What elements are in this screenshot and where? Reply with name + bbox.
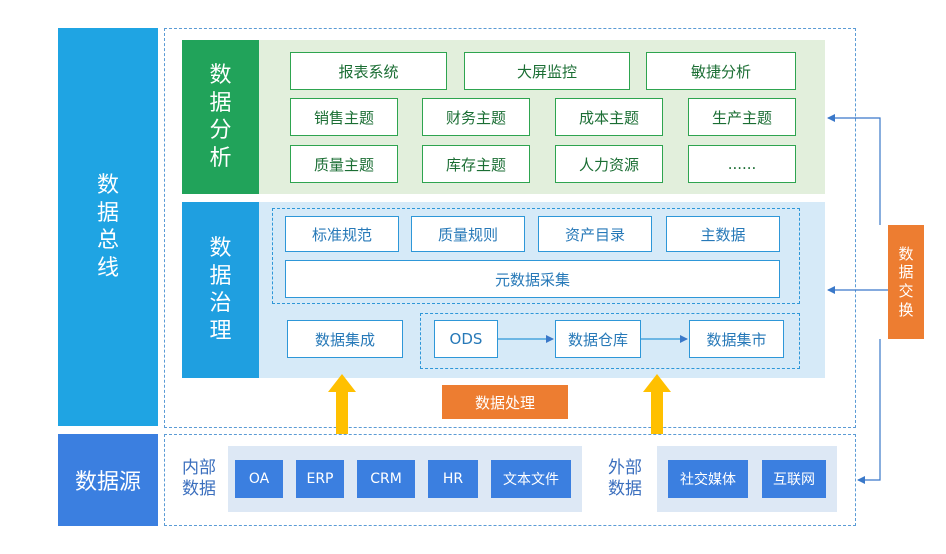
analysis-char: 析 (209, 145, 232, 171)
exchange-connector-bottom (857, 339, 881, 484)
governance-char: 治 (209, 291, 232, 316)
analysis-finance-topic[interactable]: 财务主题 (422, 98, 530, 136)
analysis-cost-topic[interactable]: 成本主题 (555, 98, 663, 136)
data-bus-char: 总 (96, 228, 119, 253)
analysis-inventory-topic[interactable]: 库存主题 (422, 145, 530, 183)
external-label-line: 外部 (608, 457, 642, 478)
exchange-connector-top (827, 114, 881, 225)
analysis-hr-topic[interactable]: 人力资源 (555, 145, 663, 183)
source-erp[interactable]: ERP (296, 460, 344, 498)
gov-asset-catalog[interactable]: 资产目录 (538, 216, 652, 252)
data-processing-label: 数据处理 (442, 385, 568, 419)
source-oa[interactable]: OA (235, 460, 283, 498)
data-bus-char: 据 (96, 200, 119, 226)
pipeline-ods[interactable]: ODS (434, 320, 498, 358)
lower-dashed-frame (164, 434, 856, 526)
internal-label-line: 内部 (182, 457, 216, 478)
internal-data-label: 内部 数据 (172, 448, 226, 510)
gov-metadata-collection[interactable]: 元数据采集 (285, 260, 780, 298)
pipeline-data-mart[interactable]: 数据集市 (689, 320, 784, 358)
analysis-report-system[interactable]: 报表系统 (290, 52, 447, 90)
up-arrow-right (643, 374, 671, 434)
data-bus-char: 数 (96, 173, 119, 198)
data-bus-bar: 数 据 总 线 (58, 28, 158, 426)
external-data-label: 外部 数据 (598, 448, 652, 510)
governance-char: 理 (209, 318, 232, 344)
gov-data-integration[interactable]: 数据集成 (287, 320, 403, 358)
analysis-production-topic[interactable]: 生产主题 (688, 98, 796, 136)
exchange-char: 换 (898, 300, 914, 319)
source-social-media[interactable]: 社交媒体 (668, 460, 748, 498)
gov-standards[interactable]: 标准规范 (285, 216, 399, 252)
exchange-char: 数 (898, 244, 914, 263)
analysis-big-screen[interactable]: 大屏监控 (464, 52, 630, 90)
governance-char: 据 (209, 263, 232, 289)
exchange-char: 交 (898, 282, 914, 300)
data-source-bar: 数据源 (58, 434, 158, 526)
analysis-char: 据 (209, 90, 232, 116)
governance-char: 数 (209, 236, 232, 261)
source-internet[interactable]: 互联网 (762, 460, 826, 498)
warehouse-pipeline-frame (420, 313, 800, 369)
analysis-agile[interactable]: 敏捷分析 (646, 52, 796, 90)
up-arrow-left (328, 374, 356, 434)
analysis-label: 数 据 分 析 (182, 40, 259, 194)
gov-master-data[interactable]: 主数据 (666, 216, 780, 252)
source-text-files[interactable]: 文本文件 (491, 460, 571, 498)
governance-label: 数 据 治 理 (182, 202, 259, 378)
analysis-char: 分 (209, 118, 232, 143)
internal-label-line: 数据 (182, 479, 216, 499)
data-bus-char: 线 (96, 255, 119, 281)
analysis-quality-topic[interactable]: 质量主题 (290, 145, 398, 183)
analysis-more[interactable]: ...... (688, 145, 796, 183)
upper-dashed-frame (164, 28, 856, 428)
data-exchange-label: 数 据 交 换 (888, 225, 924, 339)
exchange-char: 据 (898, 263, 914, 282)
analysis-char: 数 (209, 63, 232, 88)
source-crm[interactable]: CRM (357, 460, 415, 498)
governance-rules-frame (272, 208, 800, 304)
external-label-line: 数据 (608, 479, 642, 499)
data-source-label: 数据源 (74, 470, 141, 495)
pipeline-warehouse[interactable]: 数据仓库 (555, 320, 641, 358)
gov-quality-rules[interactable]: 质量规则 (411, 216, 525, 252)
analysis-sales-topic[interactable]: 销售主题 (290, 98, 398, 136)
source-hr[interactable]: HR (428, 460, 478, 498)
